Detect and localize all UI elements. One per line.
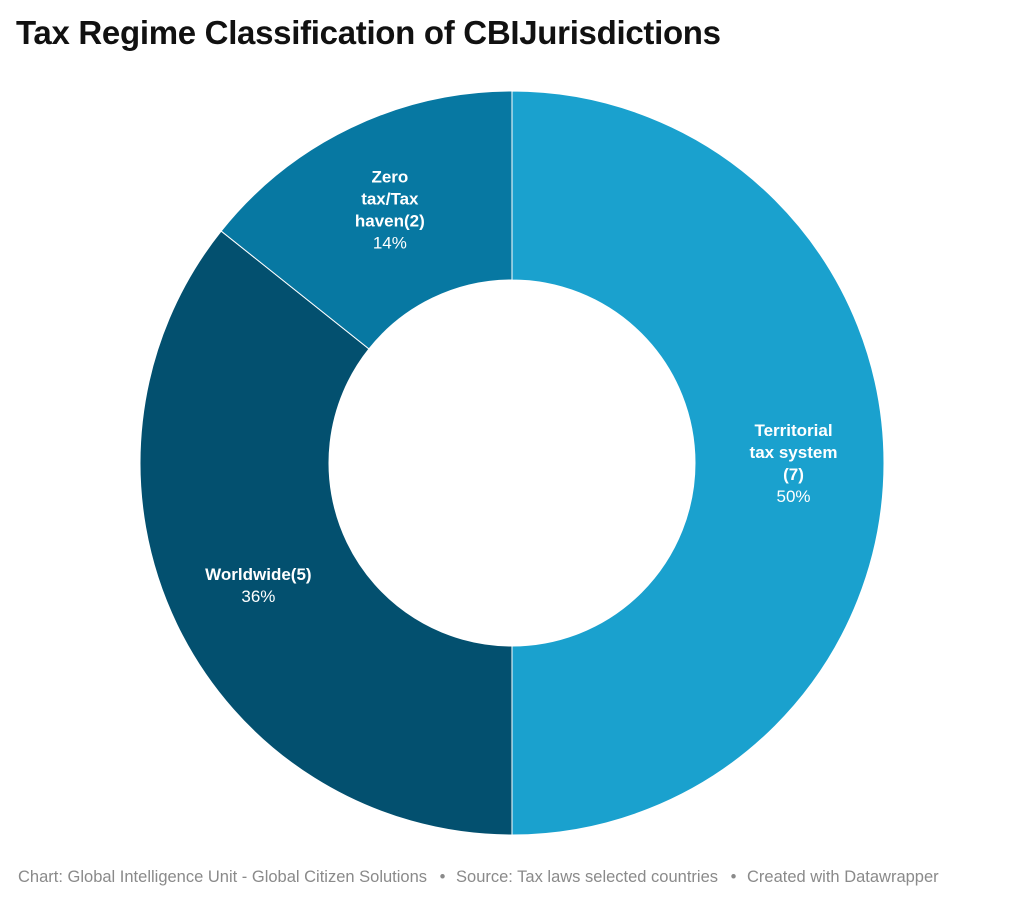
slice-label-group: Territorial tax system (7) 50% [750, 421, 838, 506]
slice-label: tax system [750, 443, 838, 462]
donut-chart: Territorial tax system (7) 50% Worldwide(5) 3… [139, 90, 885, 836]
footer-chart-credit: Chart: Global Intelligence Unit - Global… [18, 868, 428, 886]
donut-slices [139, 90, 885, 836]
slice-label: haven(2) [355, 211, 425, 230]
footer-separator: • [730, 868, 737, 886]
slice-percent-label: 14% [373, 233, 407, 252]
chart-title: Tax Regime Classification of CBIJurisdic… [16, 14, 721, 51]
footer-created-with: Created with Datawrapper [746, 868, 939, 886]
donut-slice [139, 230, 513, 836]
donut-slice [220, 90, 513, 350]
donut-slice [511, 90, 885, 836]
slice-label: Worldwide(5) [205, 565, 311, 584]
chart-footer: Chart: Global Intelligence Unit - Global… [18, 868, 939, 887]
slice-label: tax/Tax [361, 189, 419, 208]
slice-label-group: Worldwide(5) 36% [205, 565, 311, 606]
footer-source: Source: Tax laws selected countries [456, 868, 719, 886]
slice-label: Zero [371, 167, 408, 186]
slice-percent-label: 36% [241, 587, 275, 606]
slice-label: (7) [783, 465, 804, 484]
slice-percent-label: 50% [776, 487, 810, 506]
slice-label-group: Zero tax/Tax haven(2) 14% [355, 167, 425, 252]
slice-label: Territorial [754, 421, 832, 440]
footer-separator: • [439, 868, 446, 886]
donut-labels: Territorial tax system (7) 50% Worldwide(5) 3… [205, 167, 837, 606]
